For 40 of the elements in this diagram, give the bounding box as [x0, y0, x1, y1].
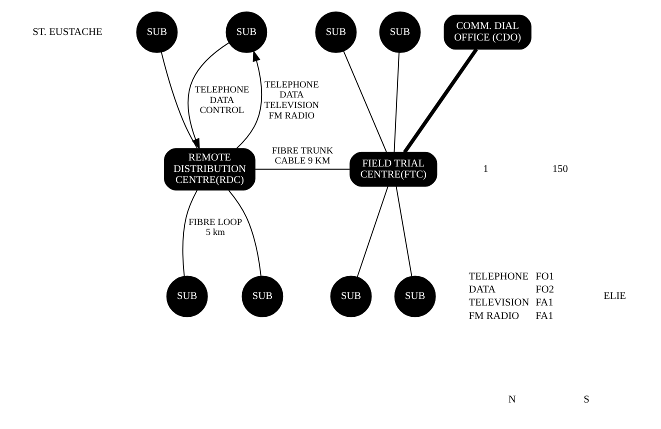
node-box: FIELD TRIAL CENTRE(FTC) [349, 152, 437, 187]
node-circle: SUB [166, 276, 208, 318]
connector [228, 190, 261, 277]
edge-label: TELEPHONE DATA TELEVISION FM RADIO [264, 80, 319, 122]
node-box: COMM. DIAL OFFICE (CDO) [443, 14, 531, 50]
label: 1 [482, 164, 488, 175]
edge-label: TELEPHONE DATA CONTROL [194, 86, 249, 116]
connector [342, 50, 386, 152]
label: FO1 [535, 271, 554, 282]
label: DATA [468, 284, 496, 296]
node-box: REMOTE DISTRIBUTION CENTRE(RDC) [164, 148, 255, 190]
label: FO2 [535, 284, 554, 296]
connector [254, 168, 350, 170]
connector [356, 186, 388, 278]
label: ELIE [603, 291, 626, 302]
node-circle: SUB [241, 276, 283, 318]
edge-label: FIBRE TRUNK CABLE 9 KM [271, 146, 333, 167]
label: ST. EUSTACHE [32, 26, 102, 38]
node-circle: SUB [394, 276, 436, 318]
label: FA1 [535, 310, 553, 322]
label: 150 [552, 164, 568, 175]
node-circle: SUB [378, 11, 420, 53]
arrow [187, 42, 229, 150]
arrow [236, 50, 262, 149]
label: FM RADIO [468, 310, 519, 322]
connector [402, 48, 478, 154]
label: TELEVISION [468, 298, 529, 309]
label: S [583, 394, 589, 406]
node-circle: SUB [330, 276, 372, 318]
connector [160, 52, 198, 149]
connector [395, 186, 412, 277]
label: N [508, 394, 516, 406]
connector [393, 52, 400, 152]
label: FA1 [535, 298, 553, 309]
node-circle: SUB [225, 11, 267, 53]
label: TELEPHONE [468, 271, 528, 282]
node-circle: SUB [136, 11, 178, 53]
edge-label: FIBRE LOOP 5 km [188, 218, 242, 238]
node-circle: SUB [314, 11, 356, 53]
connector [182, 190, 198, 277]
